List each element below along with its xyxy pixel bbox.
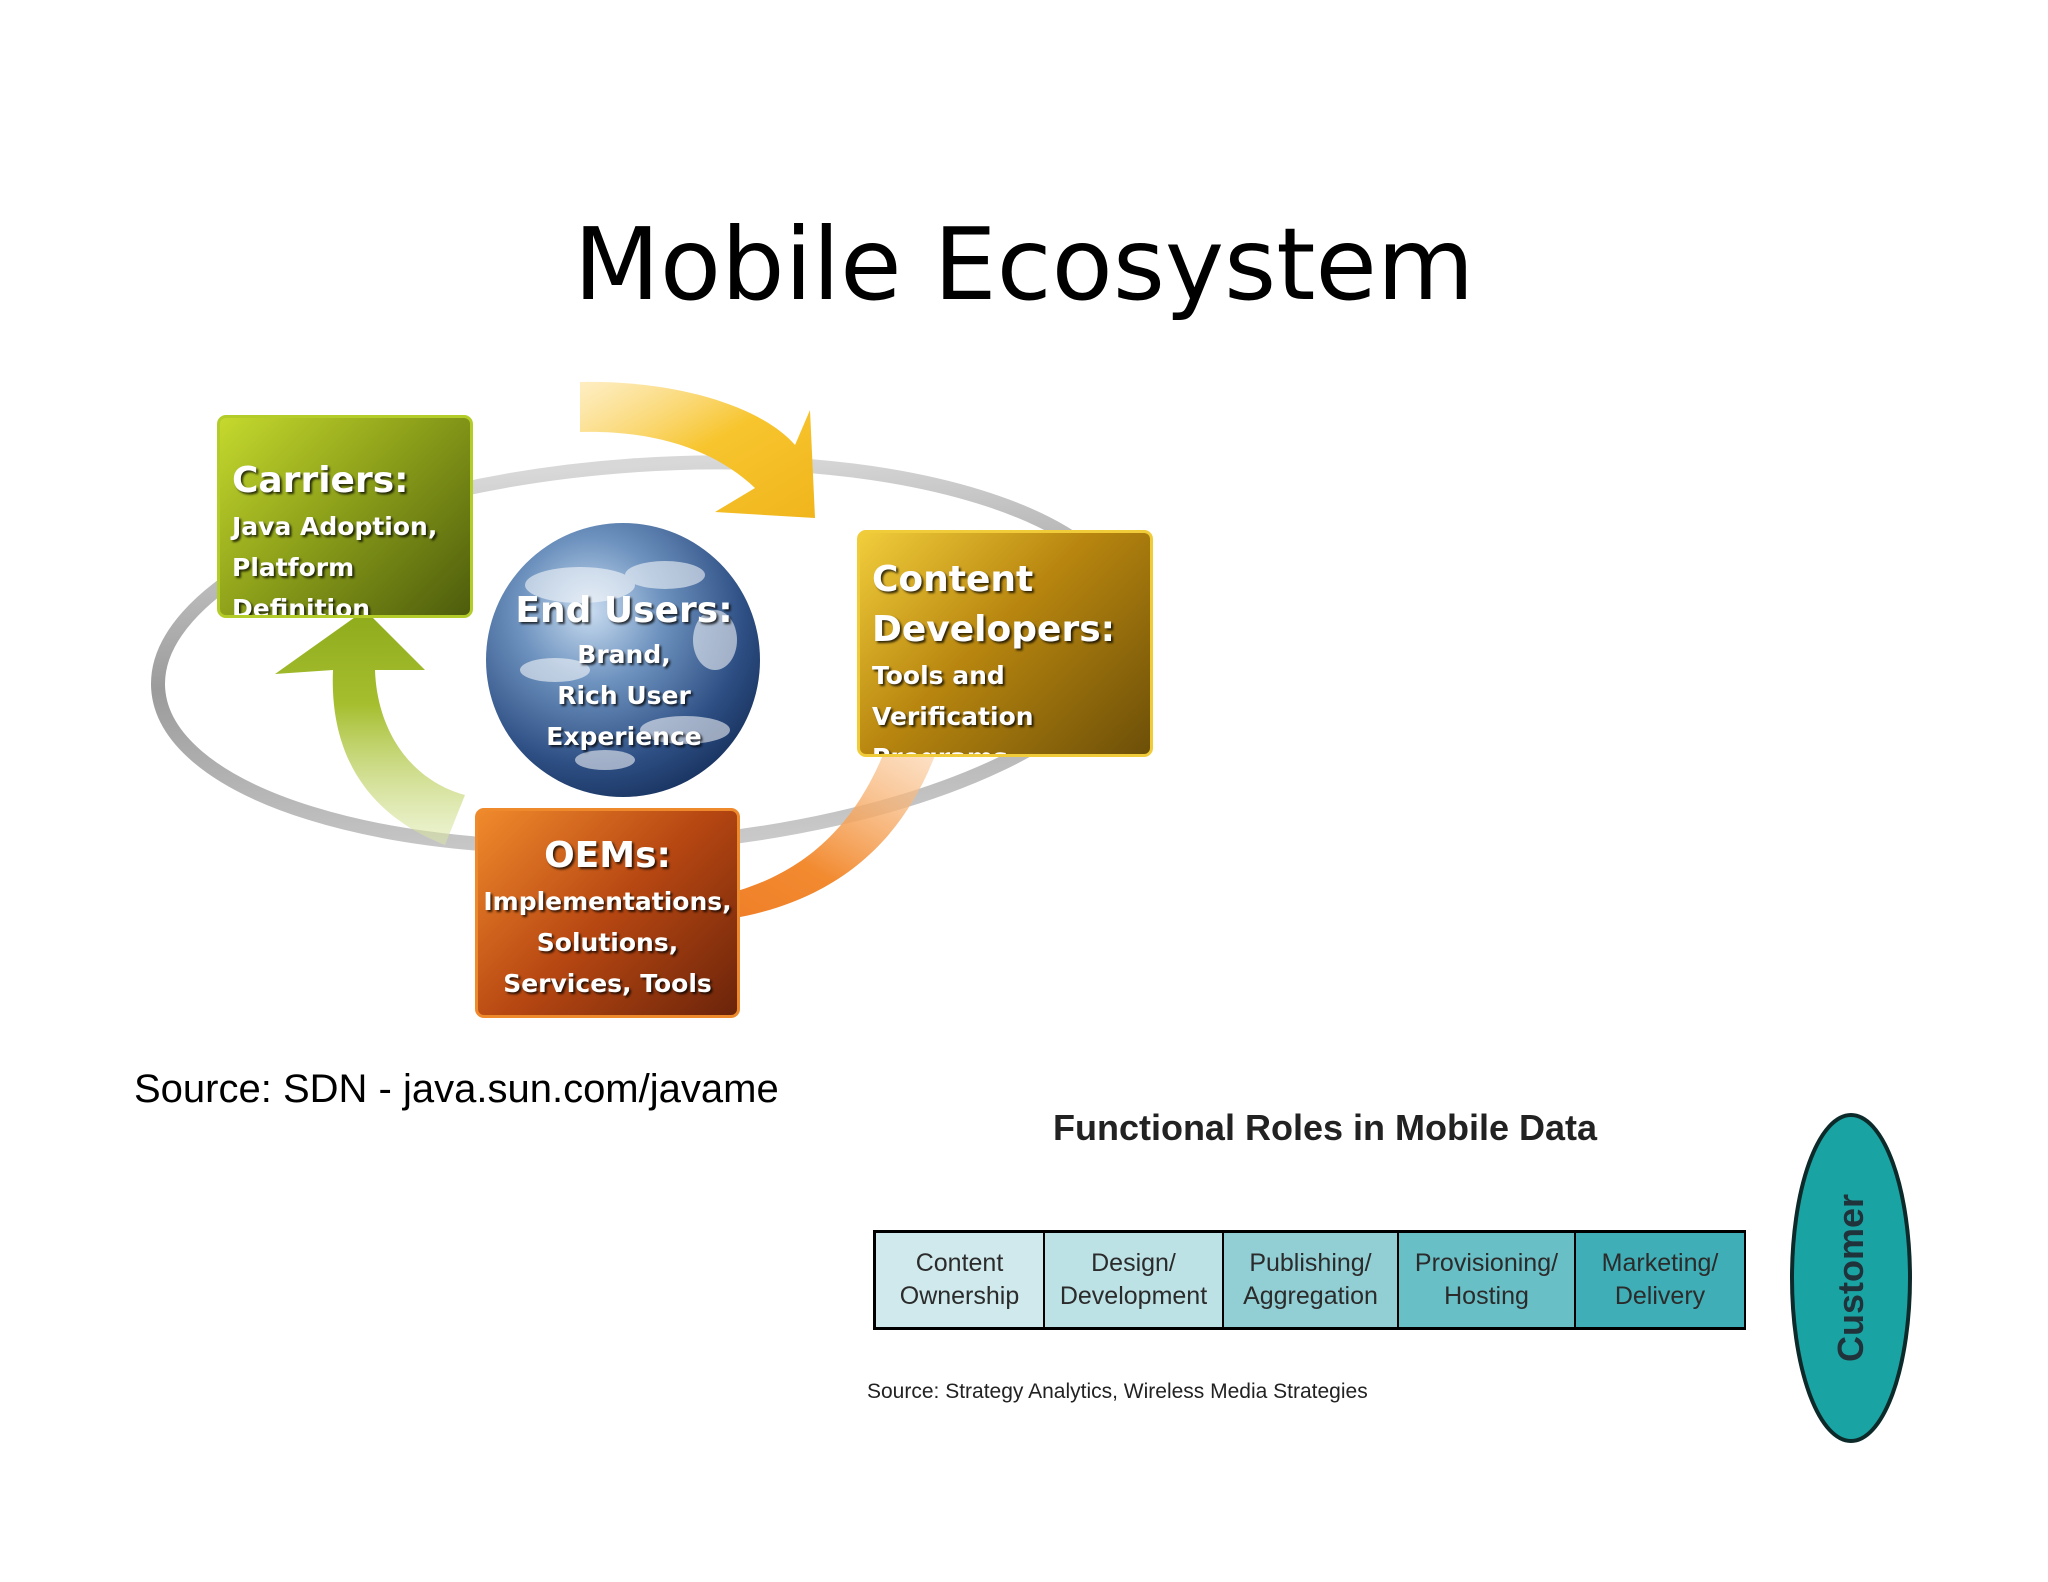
carriers-line2: Platform Definition <box>232 553 371 618</box>
customer-ellipse <box>1790 1113 1912 1443</box>
oems-card: OEMs: Implementations, Solutions, Servic… <box>475 808 740 1018</box>
source-sdn: Source: SDN - java.sun.com/javame <box>134 1067 779 1111</box>
role-cell-line: Delivery <box>1614 1282 1706 1310</box>
role-cell-line: Publishing/ <box>1249 1249 1372 1277</box>
role-cell-line: Development <box>1059 1282 1208 1310</box>
carriers-card: Carriers: Java Adoption, Platform Defini… <box>217 415 473 618</box>
content-developers-line2: Programs <box>872 737 1150 754</box>
end-users-heading: End Users: <box>515 590 733 631</box>
content-developers-line1: Tools and Verification <box>872 661 1034 731</box>
oems-line3: Services, Tools <box>503 969 712 998</box>
slide-title: Mobile Ecosystem <box>573 206 1475 323</box>
role-cell-line: Design/ <box>1091 1249 1176 1277</box>
carriers-heading: Carriers: <box>232 460 409 501</box>
content-developers-card: Content Developers: Tools and Verificati… <box>857 530 1153 757</box>
role-cell-line: Aggregation <box>1243 1282 1378 1310</box>
end-users-label: End Users: Brand, Rich User Experience <box>485 520 763 798</box>
ecosystem-diagram: Carriers: Java Adoption, Platform Defini… <box>125 370 1165 1025</box>
oems-heading: OEMs: <box>544 835 671 876</box>
role-cell-provisioning-hosting: Provisioning/Hosting <box>1397 1233 1574 1327</box>
green-arrow <box>275 610 465 845</box>
carriers-line1: Java Adoption, <box>232 512 438 541</box>
oems-line1: Implementations, <box>483 887 732 916</box>
globe-clouds <box>520 561 737 770</box>
role-cell-marketing-delivery: Marketing/Delivery <box>1574 1233 1744 1327</box>
role-cell-line: Marketing/ <box>1601 1249 1719 1277</box>
end-users-line2: Rich User Experience <box>546 681 702 751</box>
oems-line2: Solutions, <box>536 928 679 957</box>
yellow-arrow <box>580 381 815 518</box>
content-developers-heading1: Content <box>872 559 1034 600</box>
functional-roles-title: Functional Roles in Mobile Data <box>1052 1107 1598 1148</box>
role-cell-line: Provisioning/ <box>1414 1249 1559 1277</box>
content-developers-heading2: Developers: <box>872 609 1116 650</box>
role-cell-line: Ownership <box>899 1282 1020 1310</box>
role-cell-design-development: Design/Development <box>1043 1233 1222 1327</box>
end-users-line1: Brand, <box>577 640 671 669</box>
source-strategy-analytics: Source: Strategy Analytics, Wireless Med… <box>867 1380 1368 1403</box>
role-cell-publishing-aggregation: Publishing/Aggregation <box>1222 1233 1397 1327</box>
role-cell-line: Content <box>915 1249 1004 1277</box>
customer-label: Customer <box>1830 1193 1871 1363</box>
role-cell-line: Hosting <box>1444 1282 1529 1310</box>
